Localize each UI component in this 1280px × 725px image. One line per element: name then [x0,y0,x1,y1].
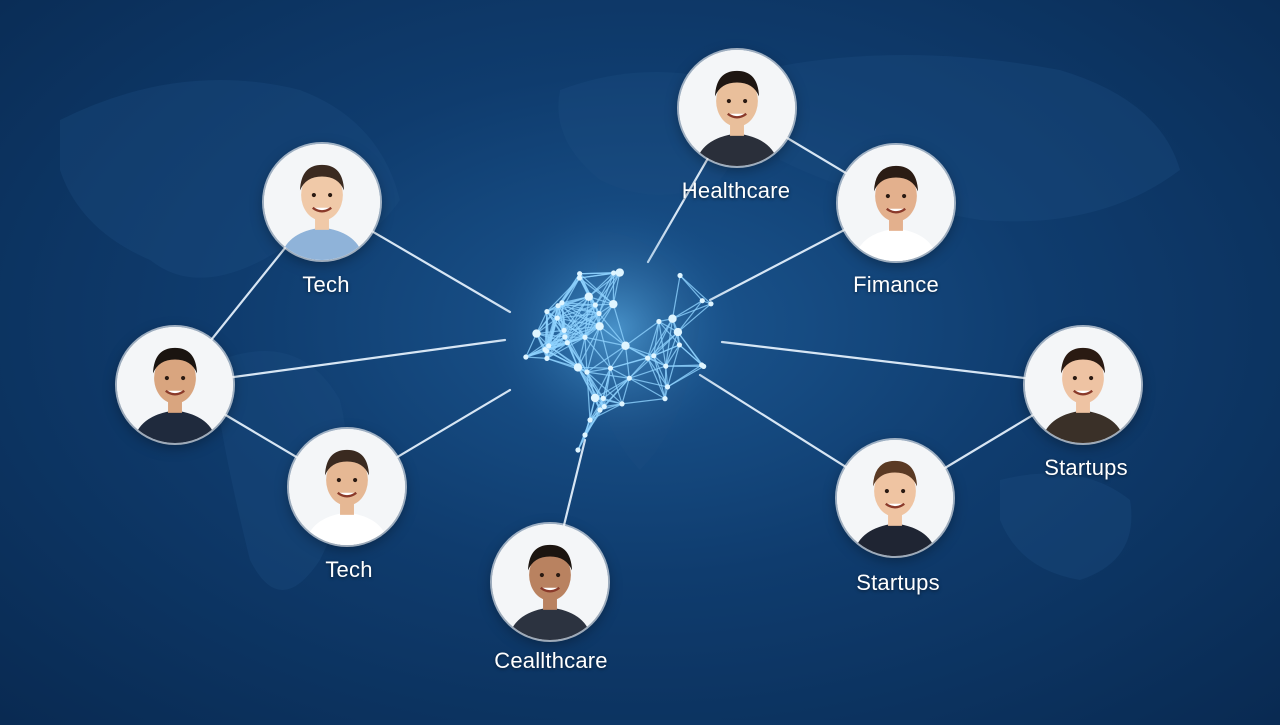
brain-node [700,298,705,303]
label-startups-right: Startups [1044,455,1128,481]
person-avatar-icon [492,524,608,640]
person-avatar-icon [117,327,233,443]
brain-node [663,364,668,369]
label-startups-bottom: Startups [856,570,940,596]
brain-node [611,270,616,275]
person-avatar-icon [679,50,795,166]
brain-node [582,335,587,340]
brain-node [593,302,598,307]
label-healthcare-bottom: Ceallthcare [494,648,607,674]
avatar-tech-top [264,144,380,260]
brain-node [708,301,713,306]
brain-node [585,293,593,301]
brain-node [601,396,606,401]
brain-node [662,396,667,401]
brain-node [587,417,592,422]
brain-node [544,356,549,361]
avatar-healthcare-bottom [492,524,608,640]
brain-node [562,334,567,339]
brain-node [561,328,566,333]
brain-node [608,366,613,371]
label-healthcare-top: Healthcare [682,178,790,204]
avatar-left [117,327,233,443]
brain-node [582,432,587,437]
brain-glow [485,200,745,460]
brain-node [665,384,670,389]
brain-node [651,353,656,358]
label-tech-bottom: Tech [325,557,372,583]
brain-node [575,447,580,452]
avatar-healthcare-top [679,50,795,166]
brain-node [591,394,599,402]
brain-node [597,407,602,412]
brain-node [656,319,661,324]
person-avatar-icon [289,429,405,545]
brain-node [544,309,549,314]
brain-node [668,315,676,323]
label-finance: Fimance [853,272,939,298]
brain-node [559,300,564,305]
brain-node [555,315,560,320]
avatar-tech-bottom [289,429,405,545]
brain-node [595,322,603,330]
label-tech-top: Tech [302,272,349,298]
person-avatar-icon [837,440,953,556]
brain-node [544,348,549,353]
avatar-startups-bottom [837,440,953,556]
brain-node [565,340,570,345]
brain-edge [580,273,614,274]
brain-node [602,404,607,409]
brain-node [577,271,582,276]
neural-network-brain-icon [485,200,745,460]
brain-node [609,300,617,308]
brain-node [701,364,706,369]
brain-node [619,401,624,406]
brain-node [596,311,601,316]
brain-edge [578,367,611,368]
brain-node [532,329,540,337]
brain-node [674,328,682,336]
brain-node [621,342,629,350]
brain-node [616,268,624,276]
brain-node [677,342,682,347]
person-avatar-icon [264,144,380,260]
avatar-finance [838,145,954,261]
brain-node [523,354,528,359]
brain-node [627,376,632,381]
brain-node [574,363,582,371]
person-avatar-icon [1025,327,1141,443]
brain-node [546,343,551,348]
person-avatar-icon [838,145,954,261]
brain-node [677,273,682,278]
avatar-startups-right [1025,327,1141,443]
brain-node [645,356,650,361]
brain-node [584,370,589,375]
